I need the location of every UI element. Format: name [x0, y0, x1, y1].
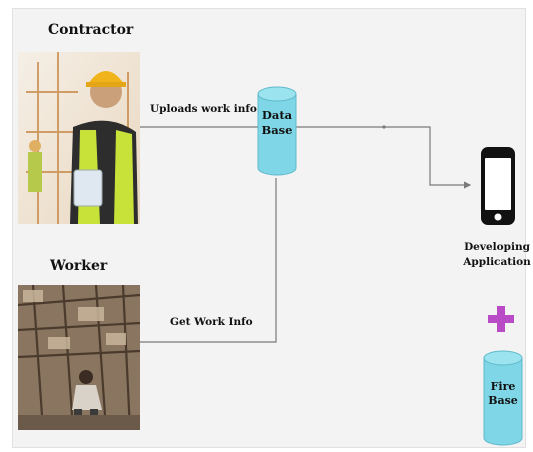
database-label-line1: Data: [261, 108, 293, 122]
database-cylinder-icon: [257, 86, 297, 176]
uploads-work-info-label: Uploads work info: [150, 103, 257, 115]
db-app-connector: [295, 126, 472, 189]
contractor-title: Contractor: [48, 22, 134, 38]
connector-junction: [382, 125, 386, 129]
worker-photo: [18, 285, 140, 430]
app-label: Developing Application: [462, 240, 532, 270]
firebase-cylinder-icon: [483, 350, 523, 446]
worker-title: Worker: [50, 258, 108, 274]
worker-db-connector: [140, 178, 277, 343]
app-label-line1: Developing: [464, 241, 530, 253]
smartphone-icon: [481, 147, 515, 225]
database-label: Data Base: [256, 108, 298, 138]
app-label-line2: Application: [463, 256, 531, 268]
database-label-line2: Base: [261, 123, 293, 137]
get-work-info-label: Get Work Info: [170, 316, 253, 328]
plus-icon: [488, 306, 514, 332]
firebase-label: Fire Base: [482, 380, 524, 408]
firebase-label-line2: Base: [488, 394, 518, 407]
firebase-label-line1: Fire: [490, 380, 516, 393]
contractor-photo: [18, 52, 140, 224]
